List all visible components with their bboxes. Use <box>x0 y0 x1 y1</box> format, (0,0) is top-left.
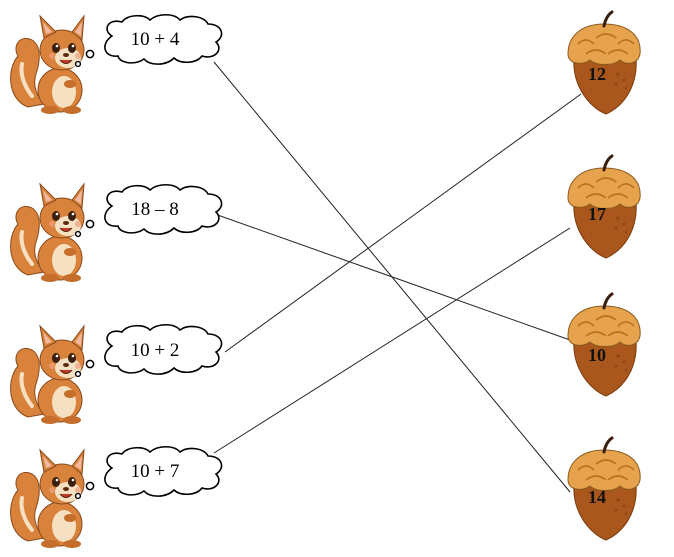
acorn-number-1: 12 <box>588 64 606 84</box>
acorn-number-4: 14 <box>588 487 606 507</box>
expression-3: 10 + 2 <box>131 340 180 361</box>
expression-4: 10 + 7 <box>131 461 180 482</box>
squirrel-1 <box>8 14 87 116</box>
match-line-3 <box>224 93 582 353</box>
acorn-number-2: 17 <box>588 204 606 224</box>
expression-2: 18 – 8 <box>131 199 179 220</box>
acorn-number-3: 10 <box>588 345 606 365</box>
squirrel-4 <box>8 448 87 550</box>
squirrel-2 <box>8 182 87 284</box>
match-line-4 <box>213 227 571 454</box>
acorn-1 <box>566 10 642 116</box>
squirrel-3 <box>8 324 87 426</box>
expression-1: 10 + 4 <box>131 29 180 50</box>
match-line-2 <box>211 212 571 341</box>
